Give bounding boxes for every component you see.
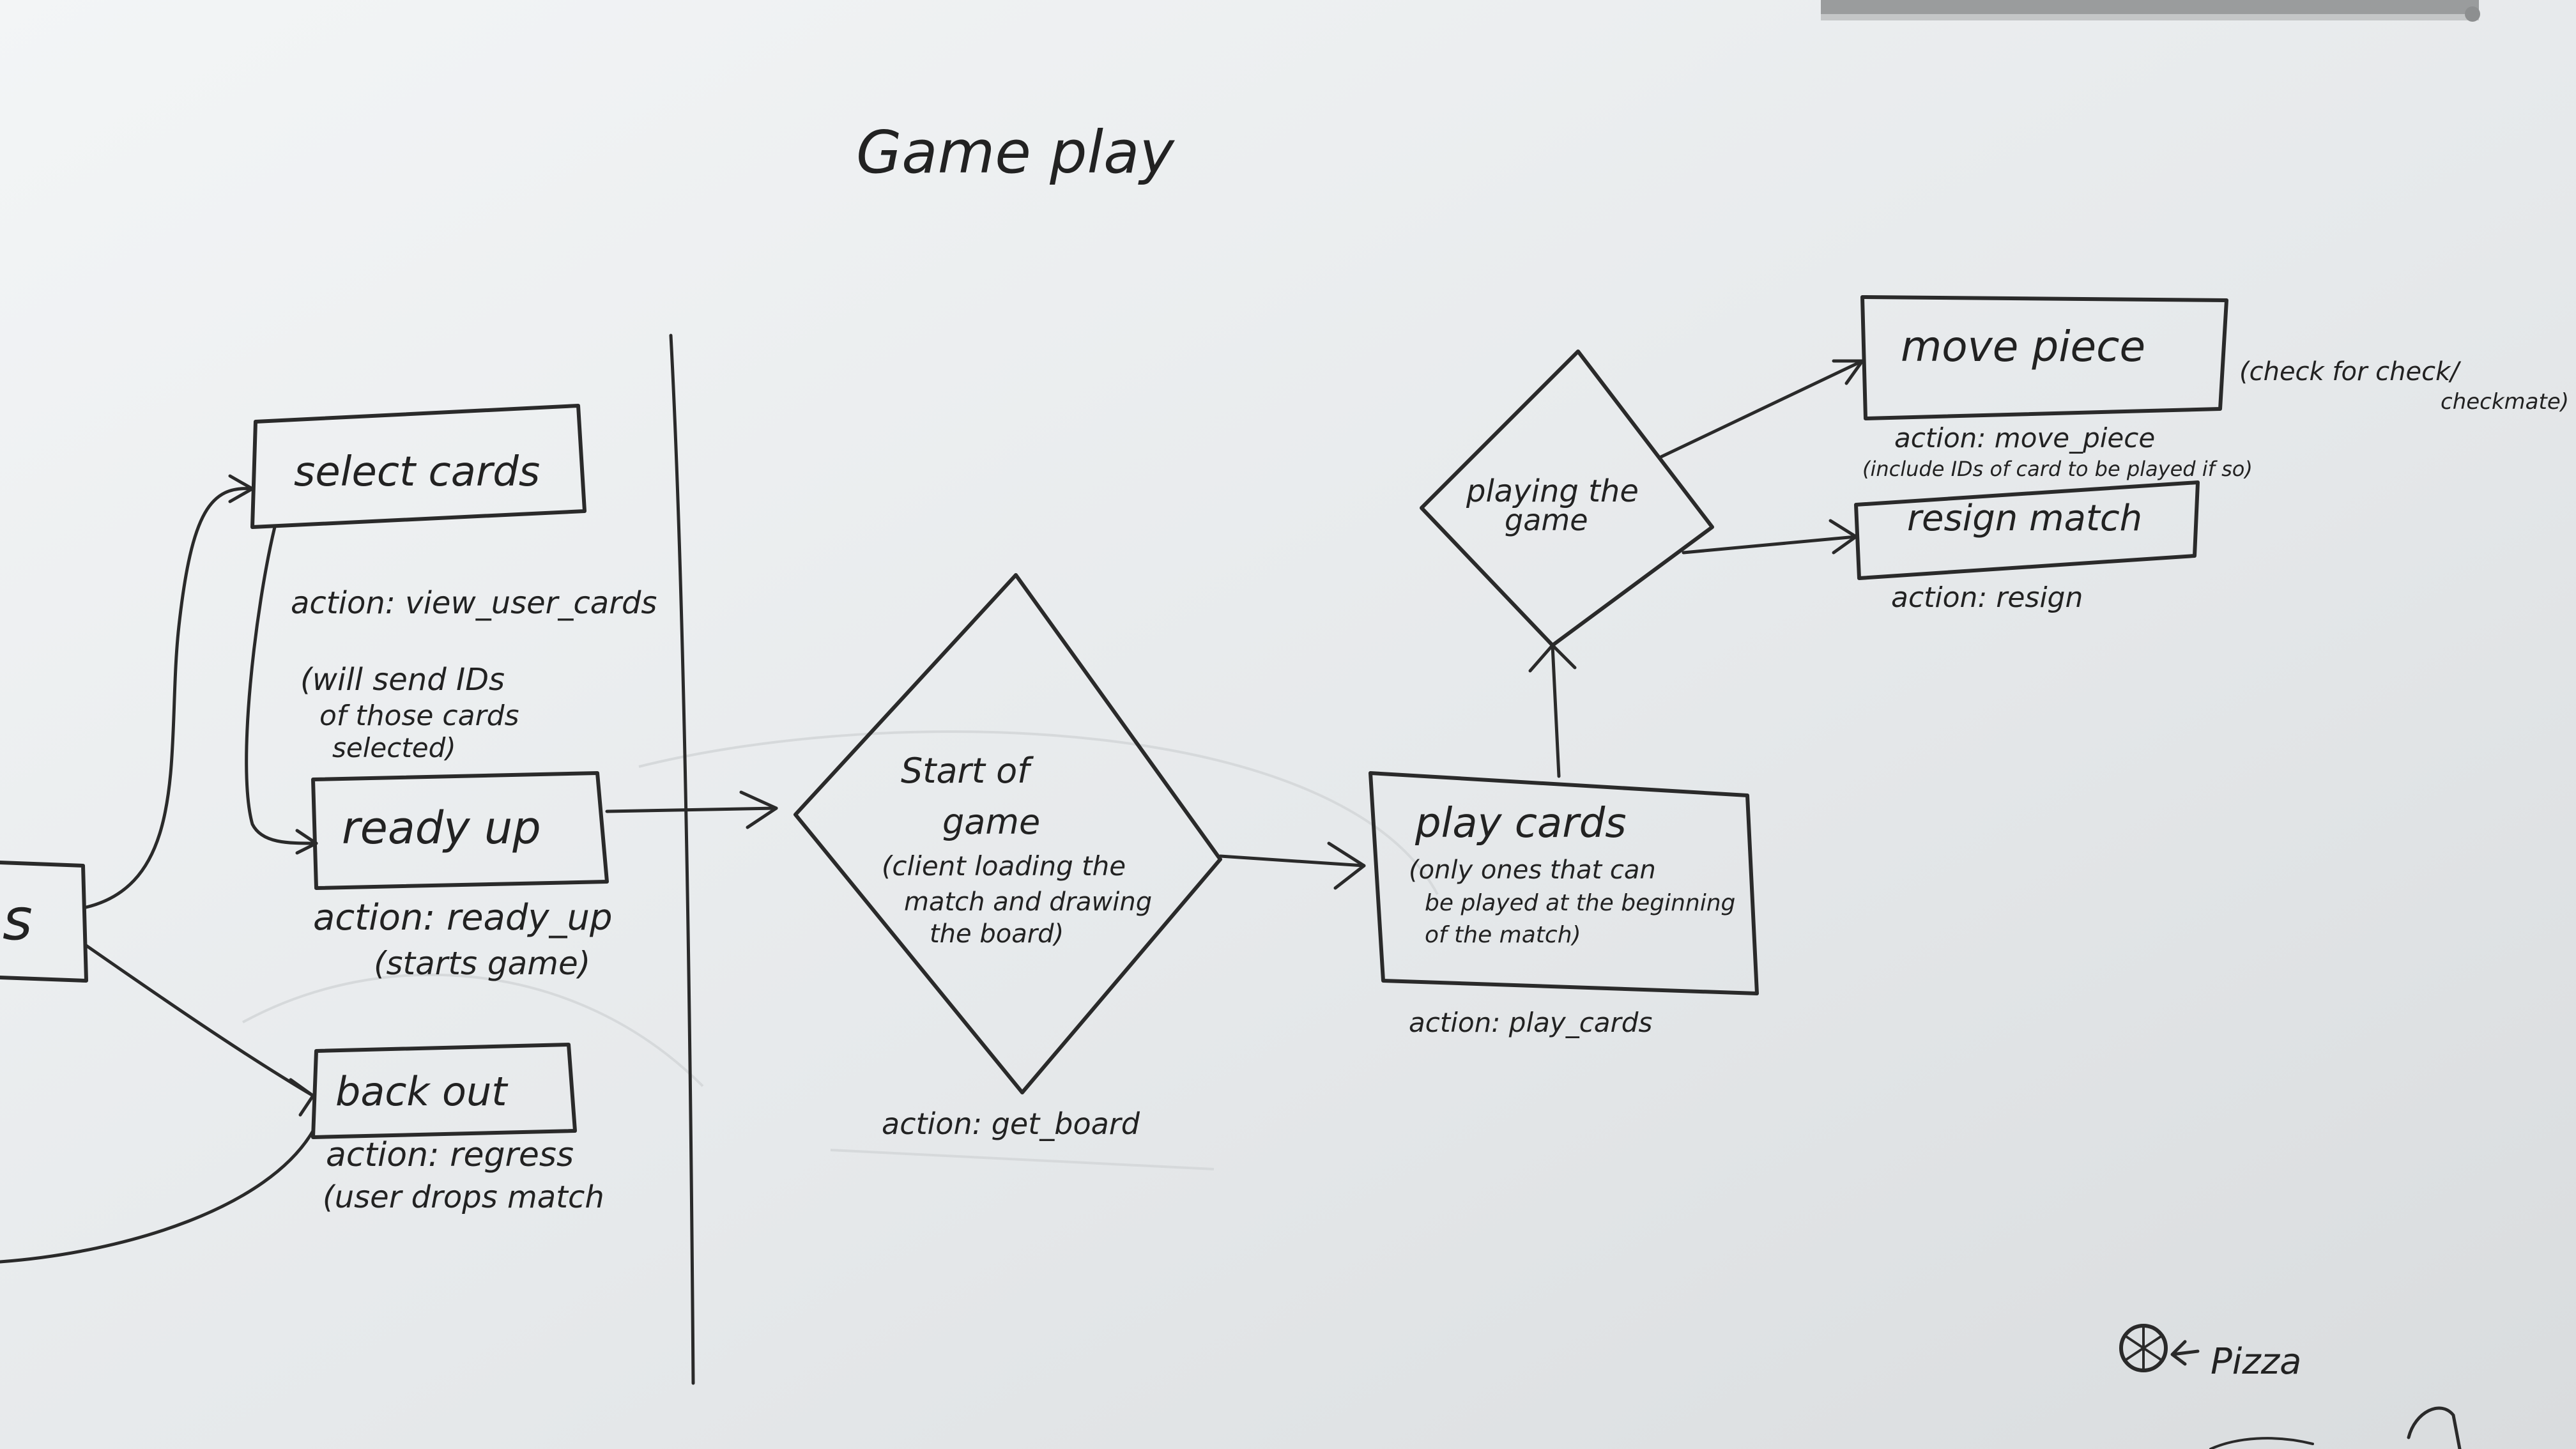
start-of-game-line4: match and drawing (904, 887, 1152, 917)
pizza-doodle: Pizza (2119, 1324, 2301, 1383)
ready-up-label: ready up (342, 802, 541, 854)
move-piece-node: move piece (check for check/ checkmate) … (1860, 295, 2569, 481)
back-out-label: back out (335, 1068, 509, 1115)
select-cards-node: select cards action: view_user_cards (wi… (250, 404, 657, 763)
play-cards-action: action: play_cards (1409, 1007, 1652, 1038)
play-cards-node: play cards (only ones that can be played… (1368, 771, 1759, 1038)
back-out-node: back out action: regress (user drops mat… (311, 1043, 604, 1215)
select-cards-note-1: (will send IDs (300, 662, 505, 698)
back-out-action: action: regress (326, 1136, 574, 1174)
select-cards-action: action: view_user_cards (291, 585, 657, 621)
playing-the-game-line1: playing the (1466, 473, 1639, 509)
resign-match-action: action: resign (1891, 581, 2083, 614)
pizza-label: Pizza (2211, 1341, 2301, 1383)
play-cards-note-2: be played at the beginning (1425, 890, 1735, 916)
start-of-game-line3: (client loading the (882, 850, 1126, 882)
play-cards-note-1: (only ones that can (1409, 855, 1656, 885)
start-of-game-action: action: get_board (882, 1107, 1140, 1141)
start-of-game-line1: Start of (901, 751, 1034, 791)
move-piece-action: action: move_piece (1894, 422, 2155, 454)
play-cards-label: play cards (1414, 800, 1627, 847)
select-cards-note-2: of those cards (319, 700, 519, 732)
marker-tray (1821, 0, 2480, 22)
move-piece-side-note-2: checkmate) (2441, 389, 2569, 415)
ready-up-node: ready up action: ready_up (starts game) (311, 771, 613, 982)
start-of-game-line5: the board) (930, 919, 1064, 949)
move-piece-side-note-1: (check for check/ (2239, 357, 2462, 387)
left-node: s (0, 861, 88, 983)
divider-line (669, 334, 695, 1385)
connectors (0, 359, 1864, 1264)
resign-match-node: resign match action: resign (1854, 480, 2200, 614)
move-piece-label: move piece (1901, 322, 2145, 371)
start-of-game-line2: game (942, 802, 1040, 842)
move-piece-action-note: (include IDs of card to be played if so) (1862, 457, 2253, 481)
left-node-label: s (3, 886, 33, 953)
diagram-title: Game play (856, 118, 1175, 187)
corner-doodle (2209, 1406, 2462, 1449)
playing-the-game-line2: game (1505, 503, 1588, 537)
ready-up-action: action: ready_up (313, 897, 613, 939)
ready-up-note: (starts game) (374, 945, 590, 982)
play-cards-note-3: of the match) (1425, 922, 1581, 948)
select-cards-label: select cards (294, 448, 540, 496)
back-out-note: (user drops match (323, 1179, 604, 1215)
select-cards-note-3: selected) (332, 732, 456, 763)
start-of-game-node: Start of game (client loading the match … (793, 573, 1222, 1141)
resign-match-label: resign match (1907, 498, 2142, 539)
